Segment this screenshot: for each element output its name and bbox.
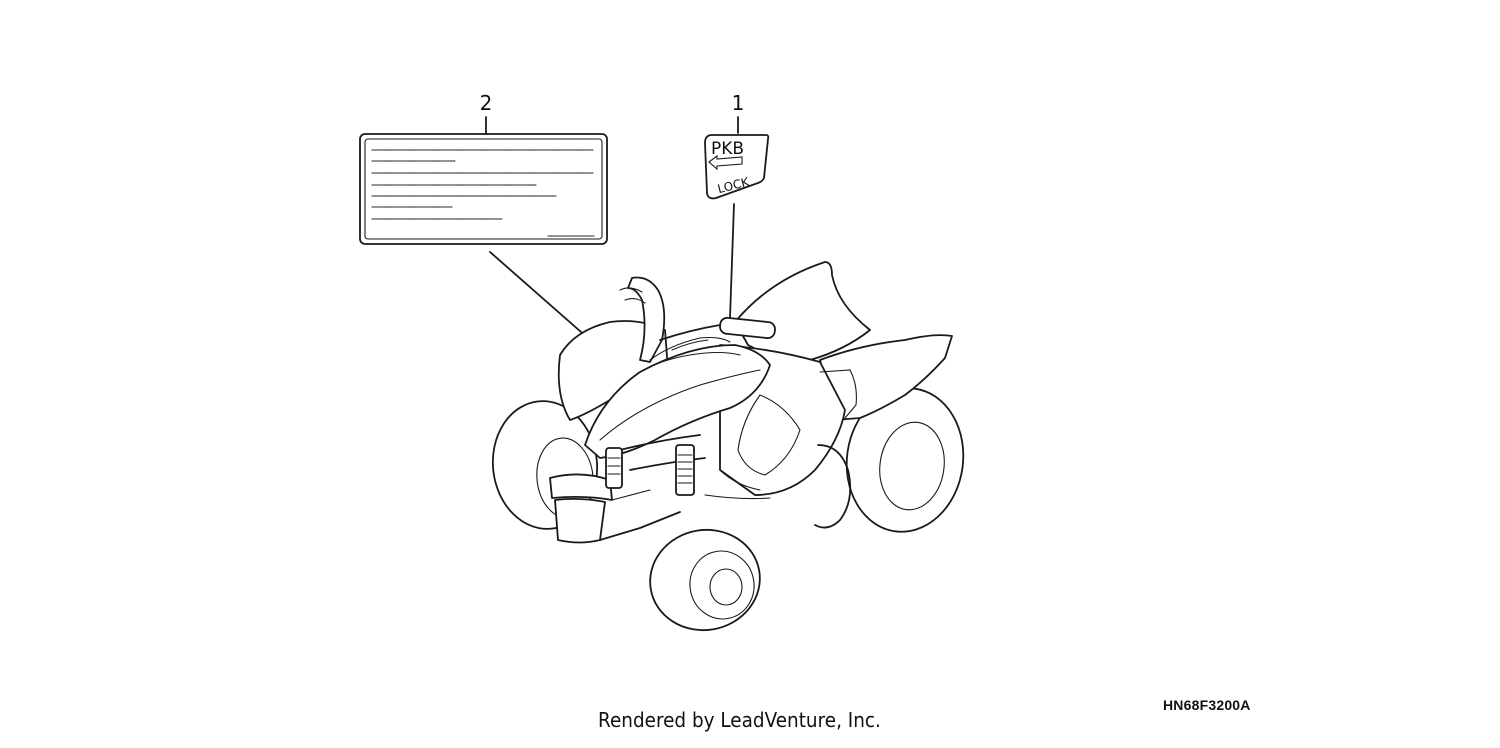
handlebar: [619, 276, 776, 363]
left-arrow-icon: [708, 154, 743, 171]
diagram-code: HN68F3200A: [1163, 697, 1251, 713]
rear-wheel-right: [845, 387, 965, 533]
callout-leader-1-pointer: [729, 203, 735, 319]
pkb-text: PKB: [711, 139, 744, 159]
label-text-lines: [371, 149, 595, 237]
front-wheel-right: [649, 528, 761, 632]
rear-fender: [819, 334, 953, 421]
render-credit: Rendered by LeadVenture, Inc.: [598, 708, 881, 732]
atv-illustration: [491, 261, 965, 632]
front-bumper: [549, 473, 681, 544]
seat: [734, 261, 871, 361]
callout-number-1: 1: [732, 91, 745, 115]
callout-number-2: 2: [480, 91, 493, 115]
warning-label-decal[interactable]: [359, 133, 608, 245]
front-suspension: [605, 434, 706, 496]
parking-brake-lock-decal[interactable]: PKB LOCK: [704, 134, 770, 200]
